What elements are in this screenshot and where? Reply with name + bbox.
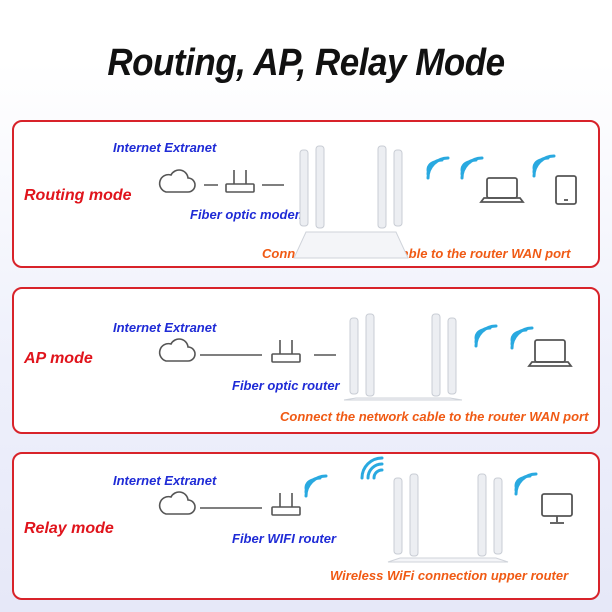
device-label-modem: Fiber optic modem <box>190 207 307 222</box>
ap-mode-panel <box>12 287 600 434</box>
mode-label-ap: AP mode <box>24 350 93 367</box>
caption-relay: Wireless WiFi connection upper router <box>330 568 569 583</box>
cloud-icon <box>158 169 196 193</box>
router-icon <box>343 313 463 401</box>
device-label-router: Fiber optic router <box>232 378 340 393</box>
monitor-icon <box>541 493 573 524</box>
wifi-icon <box>426 156 450 180</box>
router-icon <box>293 145 409 259</box>
router-small-icon <box>271 340 301 363</box>
cloud-icon <box>158 491 196 515</box>
laptop-icon <box>479 177 525 203</box>
cloud-icon <box>158 338 196 362</box>
mode-label-routing: Routing mode <box>24 187 132 204</box>
wifi-icon <box>532 154 556 178</box>
wifi-router-icon <box>271 493 301 516</box>
wifi-icon <box>514 472 538 496</box>
modem-icon <box>225 170 255 193</box>
internet-extranet-label: Internet Extranet <box>113 140 217 155</box>
laptop-icon <box>527 339 573 367</box>
wifi-icon <box>304 474 328 498</box>
tablet-icon <box>555 175 577 205</box>
caption-ap: Connect the network cable to the router … <box>280 409 589 424</box>
wifi-icon <box>474 324 498 348</box>
mode-label-relay: Relay mode <box>24 520 114 537</box>
page-title: Routing, AP, Relay Mode <box>107 42 505 84</box>
internet-extranet-label: Internet Extranet <box>113 320 217 335</box>
device-label-wifi-router: Fiber WIFI router <box>232 531 336 546</box>
internet-extranet-label: Internet Extranet <box>113 473 217 488</box>
router-icon <box>387 473 509 563</box>
wifi-icon <box>460 156 484 180</box>
wifi-icon <box>360 456 384 480</box>
wifi-icon <box>510 326 534 350</box>
